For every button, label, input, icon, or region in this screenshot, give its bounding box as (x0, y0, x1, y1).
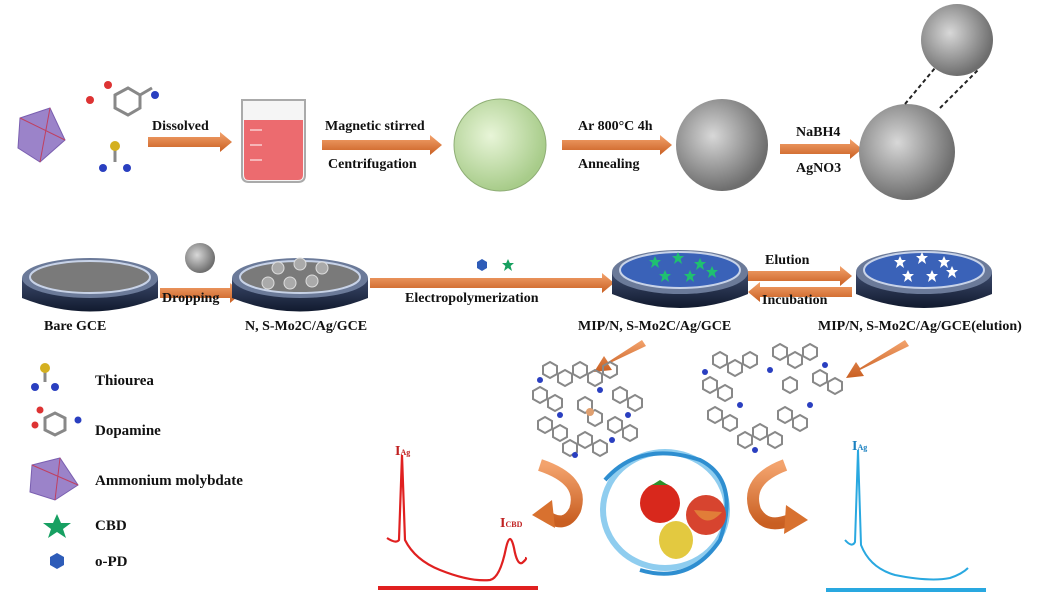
fruit-water-splash-icon (600, 449, 730, 576)
peak-label-ag: IAg (395, 444, 410, 459)
electrode-mip-elution (856, 250, 992, 308)
thiourea-molecule-icon (31, 363, 59, 391)
electrode-mo2c-ag (232, 257, 368, 312)
arrow-icon (370, 273, 614, 293)
legend-label: Dopamine (95, 423, 161, 439)
legend: Thiourea Dopamine Ammonium molybdate CBD… (29, 363, 243, 570)
arrow-icon (562, 135, 672, 155)
mip-polymer-network-icon (532, 361, 643, 458)
legend-label: o-PD (95, 554, 128, 570)
dopamine-molecule-icon (31, 406, 82, 437)
elution-label: Elution (765, 253, 810, 268)
signal-curve-before-elution (378, 454, 538, 590)
electrode-mip (612, 250, 748, 308)
centrifugation-label: Centrifugation (328, 157, 417, 172)
nabh4-label: NaBH4 (796, 125, 840, 140)
legend-label: Thiourea (95, 373, 154, 389)
blue-hexagon-icon (50, 553, 64, 569)
o-pd-icon (477, 259, 487, 271)
electropolymerization-label: Electropolymerization (405, 291, 539, 306)
electrode-bare-gce (22, 258, 158, 312)
agno3-label: AgNO3 (796, 161, 841, 176)
magnetic-stirred-label: Magnetic stirred (325, 119, 425, 134)
electrode-label: Bare GCE (44, 319, 106, 334)
incubation-label: Incubation (762, 293, 828, 308)
curved-arrow-icon (537, 459, 583, 528)
arrow-icon (846, 340, 909, 378)
electrode-label: MIP/N, S-Mo2C/Ag/GCE(elution) (818, 319, 1022, 334)
signal-curve-after-elution (826, 449, 986, 592)
mo2c-sphere-icon (676, 99, 768, 191)
precursor-sphere-icon (453, 98, 547, 192)
incubation-arrow-icon (748, 282, 852, 302)
electrode-label: MIP/N, S-Mo2C/Ag/GCE (578, 319, 731, 334)
dopamine-molecule-icon (86, 81, 159, 117)
nanosphere-icon (185, 243, 215, 273)
ar-condition-label: Ar 800°C 4h (578, 119, 653, 134)
legend-label: CBD (95, 518, 127, 534)
dissolved-label: Dissolved (152, 119, 209, 134)
elution-arrow-icon (748, 266, 852, 286)
arrow-icon (780, 139, 862, 159)
arrow-icon (322, 135, 442, 155)
curved-arrow-icon (747, 459, 793, 530)
legend-label: Ammonium molybdate (95, 473, 243, 489)
peak-label-cbd: ICBD (500, 516, 523, 531)
arrow-icon (148, 132, 232, 152)
arrow-icon (594, 340, 646, 372)
green-star-icon (43, 514, 71, 538)
eluted-polymer-network-icon (702, 343, 843, 453)
annealing-label: Annealing (578, 157, 639, 172)
molybdate-crystal-icon (17, 107, 66, 163)
molybdate-crystal-icon (29, 457, 79, 501)
electrode-label: N, S-Mo2C/Ag/GCE (245, 319, 367, 334)
thiourea-molecule-icon (99, 141, 131, 172)
dropping-label: Dropping (162, 291, 219, 306)
cbd-star-icon (502, 259, 514, 271)
peak-label-ag-blue: IAg (852, 439, 867, 454)
beaker-icon (241, 99, 306, 183)
arrow-icon (160, 283, 242, 303)
nanosheet-zoom-icon (921, 4, 993, 76)
mo2c-ag-sphere-icon (859, 104, 955, 200)
